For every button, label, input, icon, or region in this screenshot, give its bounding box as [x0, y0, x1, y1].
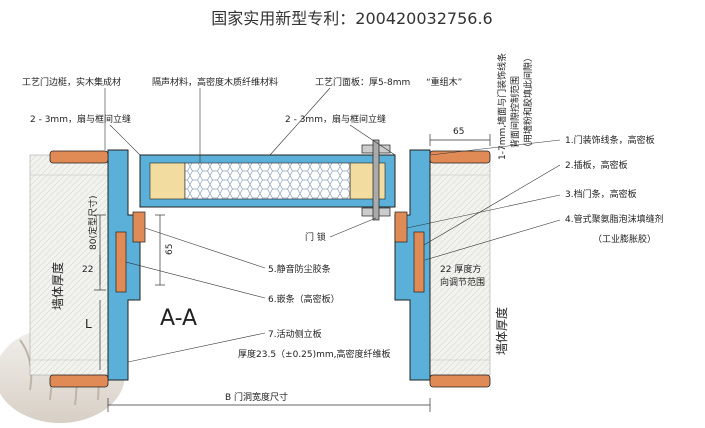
item-2: 2.插板，高密板: [565, 159, 628, 171]
label-door-panel: 工艺门面板：厚5-8mm: [315, 76, 410, 88]
item-7: 7.活动侧立板: [268, 328, 322, 340]
adjust-1: 22 厚度方: [440, 263, 481, 275]
section-label: A-A: [160, 306, 197, 331]
dim-L: L: [85, 317, 92, 331]
item-4-note: （工业膨胀胶）: [593, 233, 656, 245]
label-frame-material: 工艺门边梃，实木集成材: [22, 76, 121, 88]
dim-65-side: 65: [165, 244, 175, 255]
item-5: 5.静音防尘胶条: [268, 263, 331, 275]
label-gap-range-2: 背面间隙控制范围: [509, 76, 521, 148]
right-jamb: [394, 149, 431, 381]
label-gap-left: 2 - 3mm，扇与框间立缝: [30, 113, 131, 125]
label-sound-material: 隔声材料，高密度木质纤维材料: [152, 76, 278, 88]
insulation-left: [149, 162, 186, 200]
stop-left: [132, 211, 146, 243]
insert-right: [413, 231, 425, 293]
label-door-panel-veneer: “重组木”: [426, 76, 462, 88]
trim-top-right: [429, 150, 491, 164]
item-4: 4.管式聚氨脂泡沫填缝剂: [565, 213, 664, 225]
wall-thickness-right: 墙体厚度: [494, 307, 509, 355]
adjust-2: 向调节范围: [440, 276, 485, 288]
page-title: 国家实用新型专利：200420032756.6: [211, 9, 492, 28]
item-1: 1.门装饰线条，高密板: [565, 134, 655, 146]
trim-bottom-right: [429, 374, 491, 388]
dim-22: 22: [82, 265, 93, 275]
dim-80: 80(定型尺寸): [87, 196, 99, 250]
wall-thickness-left: 墙体厚度: [50, 262, 65, 310]
door-lock-icon: [361, 139, 391, 221]
item-3: 3.档门条，高密板: [565, 188, 637, 200]
wall-left: [29, 154, 111, 376]
label-gap-range: 1-7mm,墙面与门装饰线条: [496, 53, 508, 160]
insulation-right: [349, 162, 386, 200]
label-gap-right: 2 - 3mm，扇与框间立缝: [285, 113, 386, 125]
bottom-dimension: B 门洞宽度尺寸: [225, 391, 288, 403]
insert-left: [115, 231, 127, 293]
label-gap-range-3: （用墙粉和胶填此间隙）: [522, 53, 534, 152]
item-6: 6.嵌条（高密板）: [268, 293, 340, 305]
trim-bottom-left: [49, 374, 109, 388]
trim-top-left: [49, 150, 109, 164]
label-lock: 门 锁: [305, 231, 326, 243]
wall-right: [429, 154, 491, 376]
dim-65-top: 65: [453, 127, 464, 137]
honeycomb-core: [184, 162, 351, 200]
stop-right: [394, 211, 408, 243]
thickness-note: 厚度23.5（±0.25)mm,高密度纤维板: [238, 348, 391, 360]
